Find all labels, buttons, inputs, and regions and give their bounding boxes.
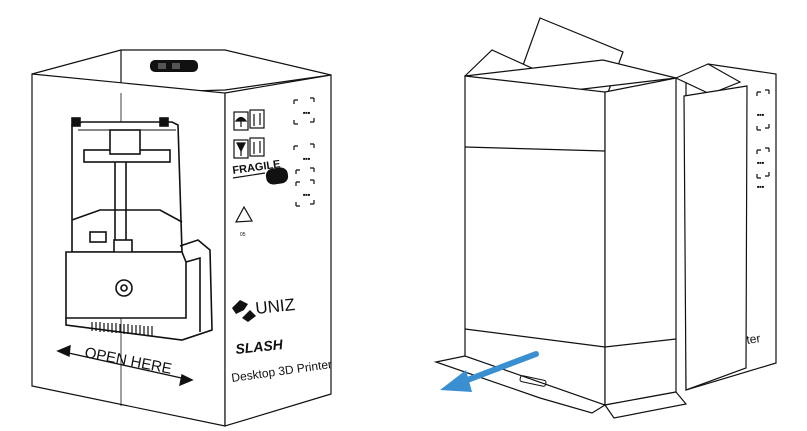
brand-name: UNIZ bbox=[254, 295, 295, 318]
svg-text:■■■: ■■■ bbox=[757, 112, 765, 117]
svg-text:■■■: ■■■ bbox=[757, 184, 765, 189]
pull-slot bbox=[519, 375, 547, 387]
product-name: SLASH bbox=[235, 336, 285, 357]
inner-box-side bbox=[604, 77, 677, 406]
printer-illustration bbox=[65, 117, 213, 341]
svg-text:05: 05 bbox=[240, 232, 246, 238]
svg-text:■■■: ■■■ bbox=[303, 110, 311, 115]
handling-icons bbox=[233, 109, 265, 159]
sleeve-front-panel bbox=[683, 85, 748, 391]
this-way-up-icon bbox=[249, 109, 265, 129]
svg-text:■■■: ■■■ bbox=[757, 160, 765, 165]
bottom-right-flap bbox=[603, 391, 688, 419]
left-box-side-face bbox=[224, 74, 332, 427]
printer-vents bbox=[91, 322, 153, 336]
right-box bbox=[433, 17, 777, 419]
right-box-side-text: ter bbox=[745, 331, 761, 347]
top-label-mark bbox=[150, 60, 198, 72]
open-here-arrow bbox=[56, 344, 194, 387]
svg-text:■■■: ■■■ bbox=[303, 192, 311, 197]
svg-text:■■■: ■■■ bbox=[303, 156, 311, 161]
pull-direction-arrow-icon bbox=[440, 351, 539, 392]
bottom-front-flap bbox=[433, 355, 607, 414]
outer-sleeve-flap bbox=[674, 63, 742, 95]
crop-marks-left: ■■■ ■■■ ■■■ bbox=[293, 97, 315, 207]
uniz-logo-icon bbox=[232, 300, 256, 322]
crop-marks-right: ■■■ ■■■ ■■■ bbox=[756, 89, 770, 189]
handle-hole bbox=[265, 167, 289, 185]
recycle-icon: 05 bbox=[234, 205, 253, 238]
